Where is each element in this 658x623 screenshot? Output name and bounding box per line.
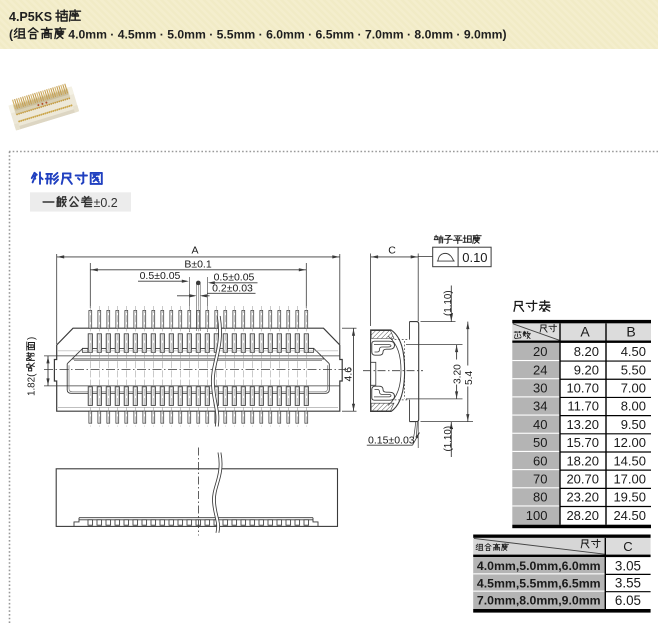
svg-text:8.00: 8.00: [621, 399, 646, 414]
svg-text:3.55: 3.55: [615, 576, 641, 591]
svg-text:±0.2: ±0.2: [94, 196, 118, 210]
svg-text:24: 24: [533, 362, 547, 377]
svg-text:100: 100: [526, 508, 548, 523]
svg-text:A: A: [191, 245, 198, 257]
svg-text:40: 40: [533, 417, 547, 432]
svg-text:B±0.1: B±0.1: [184, 258, 212, 270]
svg-text:50: 50: [533, 435, 547, 450]
svg-text:9.20: 9.20: [574, 362, 599, 377]
svg-text:): ): [27, 337, 38, 340]
svg-text:17.00: 17.00: [613, 471, 646, 486]
svg-text:6.05: 6.05: [615, 593, 641, 608]
svg-text:0.5±0.05: 0.5±0.05: [214, 271, 255, 283]
svg-text:4.P5KS: 4.P5KS: [9, 10, 52, 24]
svg-text:7.0mm,8.0mm,9.0mm: 7.0mm,8.0mm,9.0mm: [477, 594, 601, 608]
svg-text:4.0mm,5.0mm,6.0mm: 4.0mm,5.0mm,6.0mm: [477, 559, 601, 573]
svg-text:8.20: 8.20: [574, 344, 599, 359]
svg-text:19.50: 19.50: [613, 490, 646, 505]
svg-text:4.5mm,5.5mm,6.5mm: 4.5mm,5.5mm,6.5mm: [477, 576, 601, 590]
svg-text:14.50: 14.50: [613, 453, 646, 468]
svg-text:80: 80: [533, 490, 547, 505]
svg-text:4.6: 4.6: [343, 367, 355, 382]
svg-text:18.20: 18.20: [566, 453, 599, 468]
svg-text:30: 30: [533, 381, 547, 396]
svg-text:15.70: 15.70: [566, 435, 599, 450]
svg-text:0.10: 0.10: [462, 250, 487, 265]
svg-text:23.20: 23.20: [566, 490, 599, 505]
svg-text:4.0mm · 4.5mm · 5.0mm · 5.5mm: 4.0mm · 4.5mm · 5.0mm · 5.5mm · 6.0mm · …: [68, 28, 506, 42]
svg-text:0.15±0.03: 0.15±0.03: [368, 434, 415, 446]
svg-text:5.4: 5.4: [464, 371, 475, 385]
svg-text:20: 20: [533, 344, 547, 359]
svg-text:70: 70: [533, 471, 547, 486]
svg-text:11.70: 11.70: [567, 399, 599, 414]
svg-text:24.50: 24.50: [613, 508, 646, 523]
svg-text:(1.10): (1.10): [443, 426, 454, 452]
svg-text:10.70: 10.70: [566, 381, 599, 396]
svg-text:0.2±0.03: 0.2±0.03: [212, 282, 253, 294]
svg-text:A: A: [580, 324, 590, 340]
svg-text:13.20: 13.20: [566, 417, 599, 432]
svg-text:7.00: 7.00: [621, 381, 646, 396]
svg-text:B: B: [626, 324, 635, 340]
svg-text:4.50: 4.50: [621, 344, 646, 359]
svg-text:12.00: 12.00: [613, 435, 646, 450]
svg-text:C: C: [388, 245, 396, 257]
svg-text:3.20: 3.20: [452, 364, 463, 384]
svg-text:C: C: [623, 539, 632, 554]
svg-text:(: (: [9, 28, 14, 42]
svg-text:28.20: 28.20: [566, 508, 599, 523]
svg-text:5.50: 5.50: [621, 362, 646, 377]
svg-text:0.5±0.05: 0.5±0.05: [140, 270, 181, 282]
svg-text:3.05: 3.05: [615, 558, 641, 573]
svg-text:9.50: 9.50: [621, 417, 646, 432]
svg-text:60: 60: [533, 453, 547, 468]
svg-text:(1.10): (1.10): [443, 290, 454, 316]
svg-text:20.70: 20.70: [566, 471, 599, 486]
svg-text:1.82(: 1.82(: [27, 373, 38, 396]
svg-text:34: 34: [533, 399, 547, 414]
